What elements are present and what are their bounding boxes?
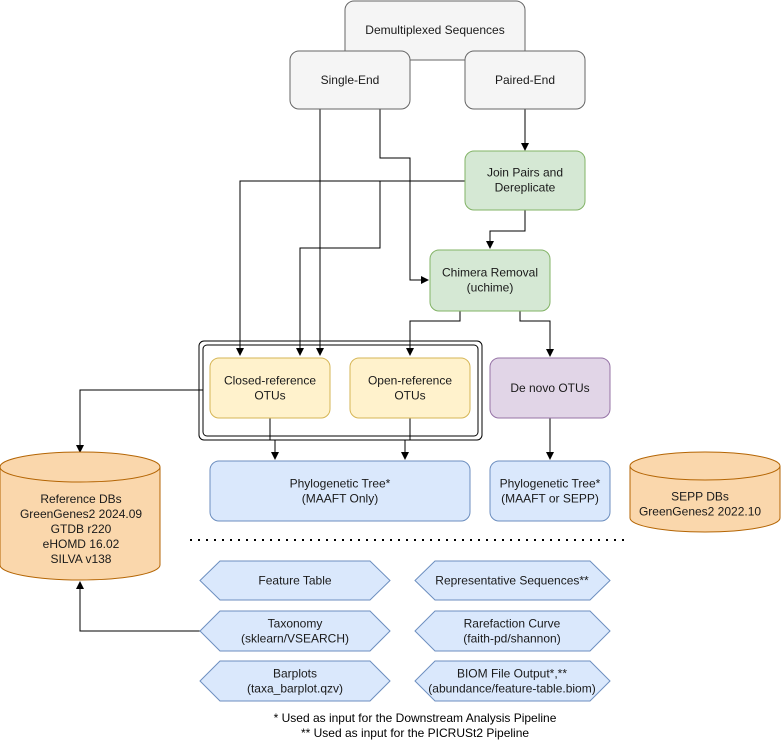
outputs: Feature Table Representative Sequences**… bbox=[199, 560, 611, 702]
paired-end-label: Paired-End bbox=[495, 73, 555, 87]
barplots-label: Barplots(taxa_barplot.qzv) bbox=[247, 667, 343, 696]
label-line: (faith-pd/shannon) bbox=[463, 632, 560, 646]
feature-table-output: Feature Table bbox=[199, 560, 391, 601]
barplots-output: Barplots(taxa_barplot.qzv) bbox=[199, 660, 391, 702]
label-line: Phylogenetic Tree* bbox=[500, 477, 601, 491]
label-line: Chimera Removal bbox=[442, 266, 538, 280]
label-line: Reference DBs bbox=[40, 492, 121, 506]
label-line: Representative Sequences** bbox=[435, 574, 589, 588]
label-line: BIOM File Output*,** bbox=[457, 667, 567, 681]
biom-file-output: BIOM File Output*,**(abundance/feature-t… bbox=[414, 660, 611, 702]
rarefaction-curve-output: Rarefaction Curve(faith-pd/shannon) bbox=[414, 610, 611, 652]
biom-label: BIOM File Output*,**(abundance/feature-t… bbox=[428, 667, 595, 696]
label-line: Dereplicate bbox=[495, 181, 556, 195]
label-line: Demultiplexed Sequences bbox=[365, 23, 504, 37]
footnotes: * Used as input for the Downstream Analy… bbox=[274, 711, 557, 740]
label-line: (abundance/feature-table.biom) bbox=[428, 682, 595, 696]
label-line: (MAAFT Only) bbox=[302, 492, 378, 506]
phylogenetic-tree-maaft-node: Phylogenetic Tree*(MAAFT Only) bbox=[209, 460, 471, 522]
footnote-downstream: * Used as input for the Downstream Analy… bbox=[274, 711, 557, 725]
label-line: Open-reference bbox=[368, 374, 452, 388]
edge-join-to-closed-b bbox=[296, 180, 465, 356]
demux-label: Demultiplexed Sequences bbox=[365, 23, 504, 37]
label-line: SEPP DBs bbox=[671, 490, 729, 504]
label-line: (taxa_barplot.qzv) bbox=[247, 682, 343, 696]
single-end-label: Single-End bbox=[321, 73, 380, 87]
feature-table-label: Feature Table bbox=[258, 574, 331, 588]
label-line: SILVA v138 bbox=[51, 552, 112, 566]
nodes: Demultiplexed Sequences Single-End Paire… bbox=[0, 0, 781, 581]
edge-open-to-tree bbox=[401, 418, 411, 460]
edge-chimera-to-denovo bbox=[519, 311, 554, 357]
edge-group-to-refdb bbox=[76, 389, 203, 453]
label-line: Rarefaction Curve bbox=[464, 617, 561, 631]
label-line: OTUs bbox=[394, 389, 425, 403]
label-line: Paired-End bbox=[495, 73, 555, 87]
label-line: Phylogenetic Tree* bbox=[290, 477, 391, 491]
denovo-label: De novo OTUs bbox=[510, 381, 589, 395]
single-end-node: Single-End bbox=[289, 50, 411, 110]
reference-otu-group bbox=[198, 340, 483, 441]
demultiplexed-sequences-node: Demultiplexed Sequences bbox=[344, 0, 526, 61]
label-line: Feature Table bbox=[258, 574, 331, 588]
rarefaction-label: Rarefaction Curve(faith-pd/shannon) bbox=[463, 617, 560, 646]
edges bbox=[76, 109, 625, 632]
edge-single-to-chimera bbox=[379, 109, 429, 284]
edge-chimera-to-open bbox=[406, 311, 461, 356]
label-line: Closed-reference bbox=[224, 374, 316, 388]
footnote-picrust: ** Used as input for the PICRUSt2 Pipeli… bbox=[301, 726, 529, 740]
edge-taxonomy-to-refdb bbox=[76, 581, 200, 632]
label-line: (uchime) bbox=[467, 281, 514, 295]
edge-closed-to-tree bbox=[269, 418, 279, 460]
label-line: GreenGenes2 2022.10 bbox=[639, 505, 761, 519]
label-line: De novo OTUs bbox=[510, 381, 589, 395]
label-line: Join Pairs and bbox=[487, 166, 563, 180]
taxonomy-label: Taxonomy(sklearn/VSEARCH) bbox=[241, 617, 349, 646]
de-novo-otus-node: De novo OTUs bbox=[489, 357, 611, 419]
label-line: Single-End bbox=[321, 73, 380, 87]
label-line: Taxonomy bbox=[268, 617, 323, 631]
label-line: eHOMD 16.02 bbox=[43, 537, 120, 551]
chimera-label: Chimera Removal(uchime) bbox=[442, 266, 538, 295]
tree-maaft-label: Phylogenetic Tree*(MAAFT Only) bbox=[290, 477, 391, 506]
phylogenetic-tree-sepp-node: Phylogenetic Tree*(MAAFT or SEPP) bbox=[489, 460, 611, 522]
rep-seqs-label: Representative Sequences** bbox=[435, 574, 589, 588]
label-line: (sklearn/VSEARCH) bbox=[241, 632, 349, 646]
paired-end-node: Paired-End bbox=[464, 50, 586, 110]
label-line: OTUs bbox=[254, 389, 285, 403]
label-line: GreenGenes2 2024.09 bbox=[20, 507, 142, 521]
representative-sequences-output: Representative Sequences** bbox=[414, 560, 611, 601]
label-line: GTDB r220 bbox=[51, 522, 112, 536]
label-line: (MAAFT or SEPP) bbox=[501, 492, 599, 506]
label-line: Barplots bbox=[273, 667, 317, 681]
edge-join-to-chimera bbox=[486, 210, 526, 249]
tree-sepp-label: Phylogenetic Tree*(MAAFT or SEPP) bbox=[500, 477, 601, 506]
taxonomy-output: Taxonomy(sklearn/VSEARCH) bbox=[199, 610, 391, 652]
chimera-removal-node: Chimera Removal(uchime) bbox=[429, 249, 551, 312]
